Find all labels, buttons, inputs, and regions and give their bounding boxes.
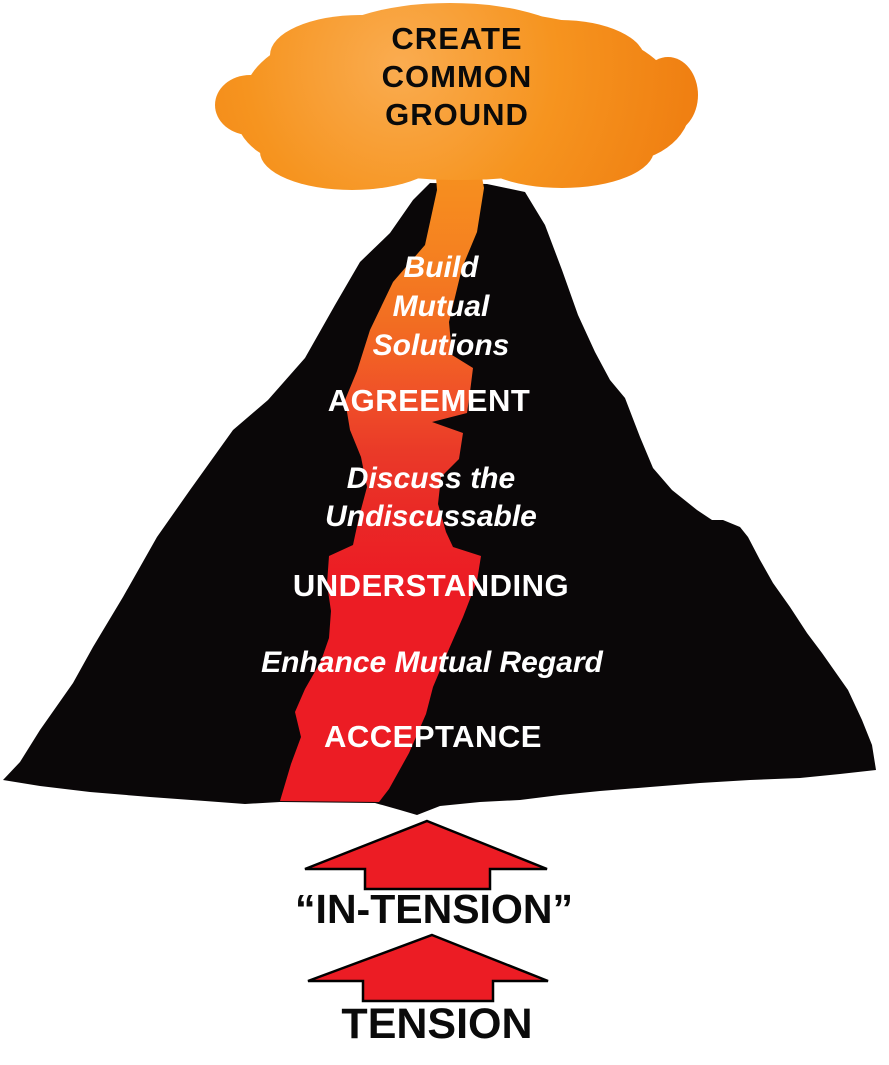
level-discuss-the-undiscussable: Discuss the Undiscussable xyxy=(325,460,537,536)
cloud-title-line: COMMON xyxy=(381,59,533,94)
level-line: Undiscussable xyxy=(325,500,537,533)
cloud-title-line: CREATE xyxy=(391,21,523,56)
stage-understanding: UNDERSTANDING xyxy=(292,568,570,603)
cloud-title: CREATE COMMON GROUND xyxy=(382,20,533,134)
level-line: Mutual xyxy=(392,290,490,323)
level-enhance-mutual-regard: Enhance Mutual Regard xyxy=(261,646,603,679)
up-arrow-icon xyxy=(307,933,549,1003)
level-line: Discuss the xyxy=(346,462,516,495)
lava-crack-icon xyxy=(280,150,484,802)
in-tension-label: “IN-TENSION” xyxy=(295,886,573,932)
eruption-cloud-icon xyxy=(215,3,698,190)
level-line: Build xyxy=(403,251,479,284)
level-line: Solutions xyxy=(372,329,510,362)
stage-agreement: AGREEMENT xyxy=(327,383,531,418)
cloud-title-line: GROUND xyxy=(385,97,529,132)
level-build-mutual-solutions: Build Mutual Solutions xyxy=(373,248,510,365)
stage-acceptance: ACCEPTANCE xyxy=(324,719,542,754)
tension-label: TENSION xyxy=(341,1000,533,1048)
volcano-icon xyxy=(3,183,876,815)
up-arrow-icon xyxy=(304,819,548,891)
